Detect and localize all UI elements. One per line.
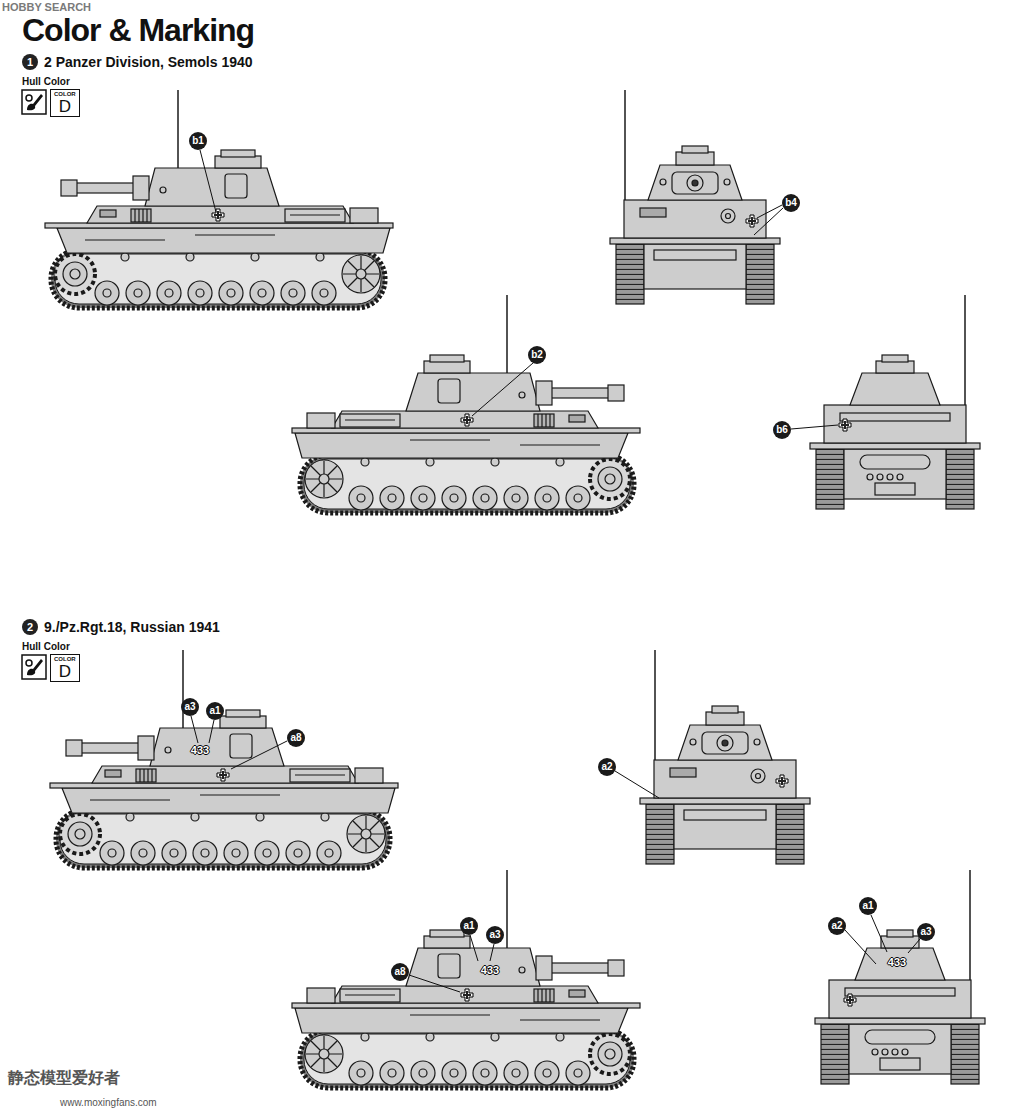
callout-number: a2	[601, 761, 612, 773]
color-label: COLOR	[54, 91, 76, 98]
callout-circle: a3	[181, 698, 199, 716]
callout-number: a3	[920, 926, 931, 938]
callout-number: a8	[394, 966, 405, 978]
watermark: www.moxingfans.com	[60, 1096, 157, 1109]
color-label: COLOR	[54, 656, 76, 663]
callout-number: a1	[862, 900, 873, 912]
section-number: 29./Pz.Rgt.18, Russian 1941	[22, 619, 38, 635]
callout-circle: b4	[782, 194, 800, 212]
turret-number: 433	[191, 743, 209, 757]
callout-circle: a1	[460, 917, 478, 935]
color-code-box: COLORD	[50, 89, 80, 117]
callout-circle: b1	[189, 132, 207, 150]
callout-number: a3	[489, 929, 500, 941]
sheet-title: Color & Marking	[22, 12, 254, 48]
callout-circle: a1	[859, 897, 877, 915]
callout-number: a3	[184, 701, 195, 713]
callout-circle: a2	[598, 758, 616, 776]
callout-circle: a1	[206, 702, 224, 720]
callout-circle: a2	[828, 917, 846, 935]
callout-number: a1	[209, 705, 220, 717]
callout-number: a2	[831, 920, 842, 932]
callout-circle: b2	[528, 346, 546, 364]
hull-color-label: Hull Color	[22, 640, 70, 653]
turret-number: 433	[481, 963, 499, 977]
callout-circle: a8	[287, 729, 305, 747]
callout-number: b6	[776, 424, 788, 436]
callout-circle: a3	[917, 923, 935, 941]
section-number: 12 Panzer Division, Semols 1940	[22, 54, 38, 70]
watermark: HOBBY SEARCH	[2, 0, 91, 14]
section-number-text: 2	[22, 619, 38, 635]
color-code: D	[59, 98, 71, 115]
callout-number: b1	[192, 135, 204, 147]
callout-circle: a3	[486, 926, 504, 944]
callout-number: a1	[463, 920, 474, 932]
watermark: 静态模型爱好者	[8, 1068, 120, 1087]
callout-number: a8	[290, 732, 301, 744]
section-number-text: 1	[22, 54, 38, 70]
callout-number: b4	[785, 197, 797, 209]
section-heading: 9./Pz.Rgt.18, Russian 1941	[44, 618, 220, 636]
callout-circle: b6	[773, 421, 791, 439]
color-code: D	[59, 663, 71, 680]
color-code-box: COLORD	[50, 654, 80, 682]
callout-circle: a8	[391, 963, 409, 981]
section-heading: 2 Panzer Division, Semols 1940	[44, 53, 253, 71]
callout-number: b2	[531, 349, 543, 361]
hull-color-label: Hull Color	[22, 75, 70, 88]
turret-number: 433	[888, 955, 906, 969]
